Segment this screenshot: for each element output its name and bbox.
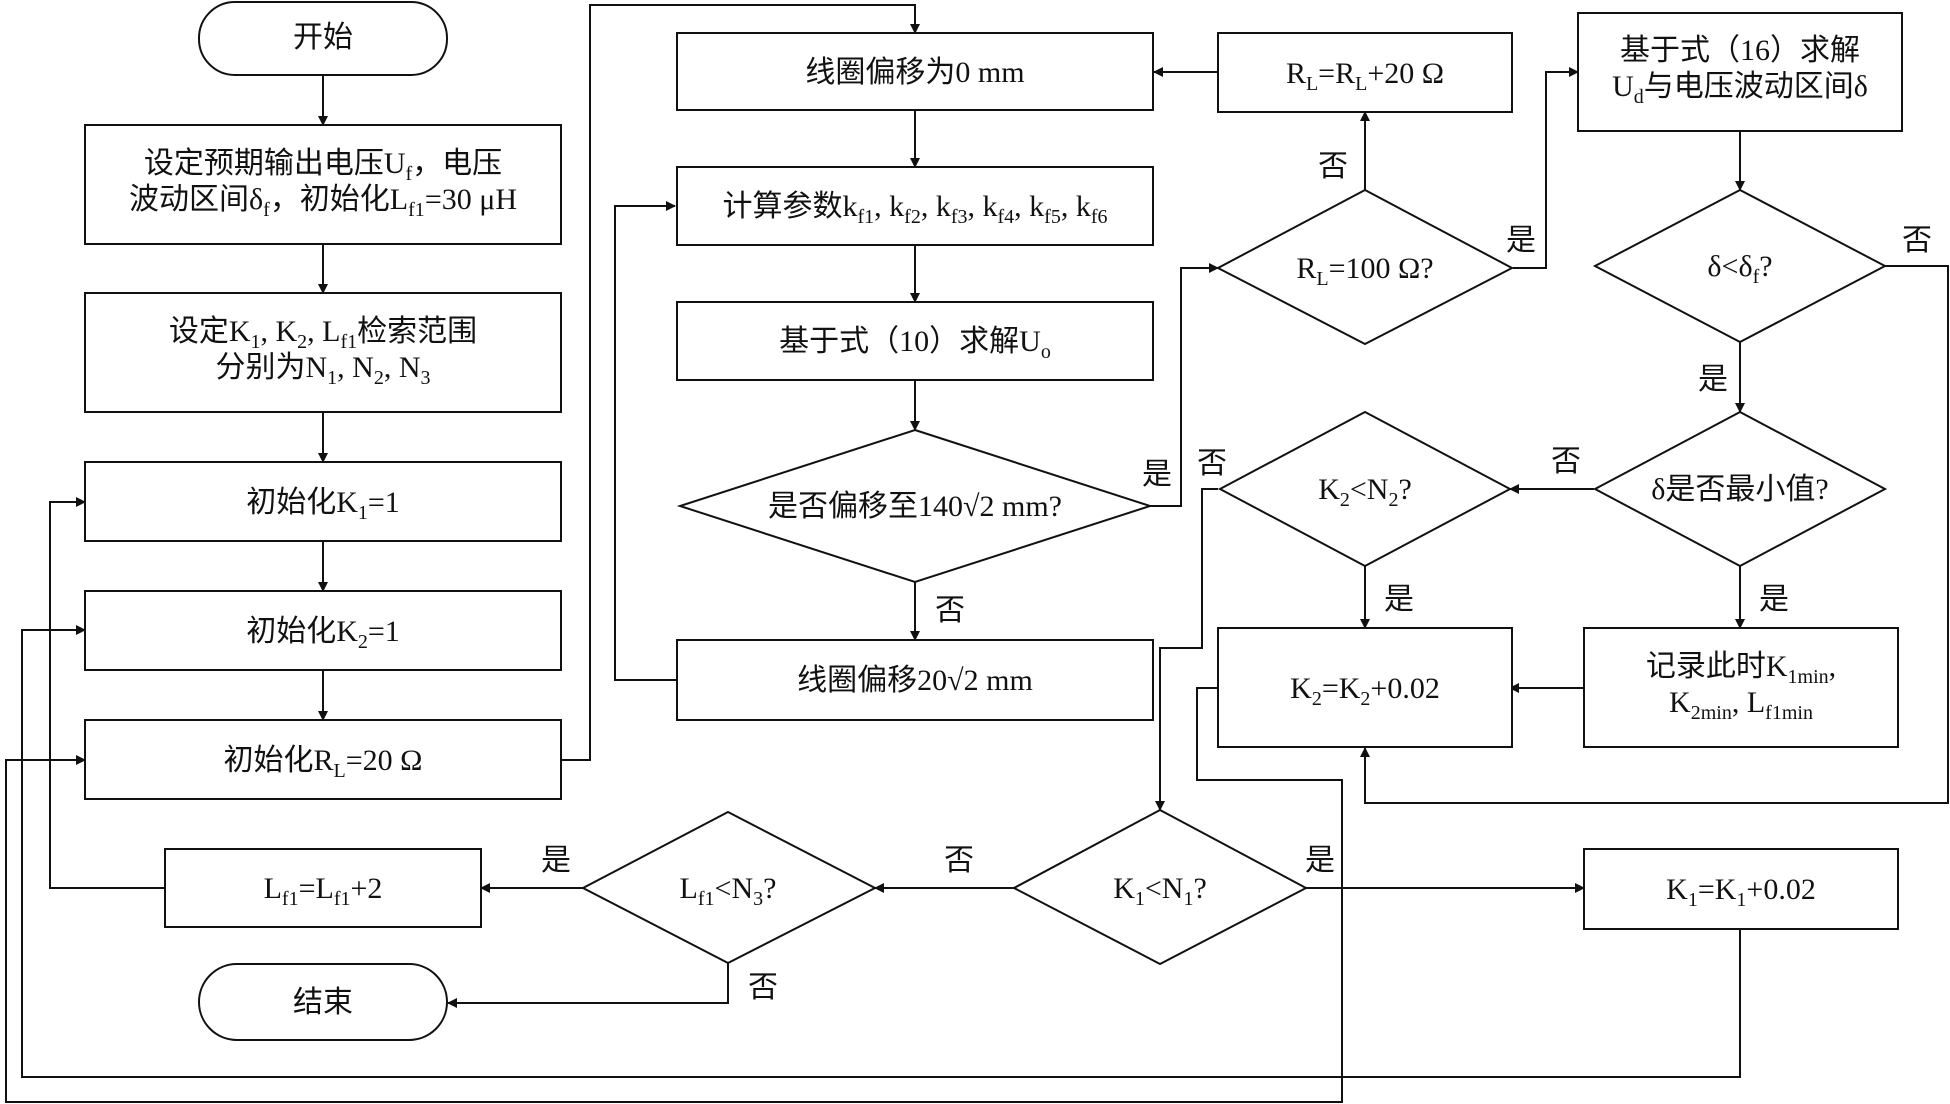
set-target-voltage-box: 设定预期输出电压Uf​，电压波动区间δf​，初始化Lf1​=30 μH <box>84 124 562 245</box>
end-label: 结束 <box>293 986 353 1019</box>
edge-init-rl-to-coil0 <box>560 4 920 761</box>
edge-label-k2-no: 否 <box>1197 447 1227 480</box>
delta-decision-label: δ<δf​? <box>1707 250 1772 288</box>
lf1-increment-box: Lf1​=Lf1​+2 <box>164 848 482 928</box>
k2-decision-label: K2​<N2​? <box>1318 473 1412 511</box>
edge-label-delta-yes: 是 <box>1698 363 1728 396</box>
edge-rl-q-yes-to-solve-ud <box>1513 67 1579 269</box>
edge-label-offset-no: 否 <box>935 594 965 627</box>
rl-decision: RL​=100 Ω? <box>1215 188 1515 346</box>
edge-delta-q-no-to-k2-inc <box>1360 265 1949 804</box>
rl-decision-label: RL​=100 Ω? <box>1296 252 1433 290</box>
record-min-box: 记录此时K1min​,K2min​, Lf1min​ <box>1583 627 1899 748</box>
edge-lf1-q-no-to-end <box>447 963 729 1008</box>
k2-decision: K2​<N2​? <box>1217 410 1513 568</box>
min-decision-label: δ是否最小值? <box>1651 473 1828 506</box>
k1-decision-label: K1​<N1​? <box>1113 872 1207 910</box>
calc-params-box: 计算参数kf1​, kf2​, kf3​, kf4​, kf5​, kf6​ <box>676 166 1154 246</box>
edge-label-delta-no: 否 <box>1902 224 1932 257</box>
coil-offset-zero-label: 线圈偏移为0 mm <box>805 56 1024 89</box>
edge-lf1-inc-to-init-k1 <box>49 497 165 889</box>
delta-decision: δ<δf​? <box>1592 188 1888 344</box>
edge-label-k1-yes: 是 <box>1305 844 1335 877</box>
set-search-range-box: 设定K1​, K2​, Lf1​检索范围分别为N1​, N2​, N3​ <box>84 292 562 413</box>
coil-offset-step-label: 线圈偏移20√2 mm <box>797 664 1033 697</box>
init-rl-label: 初始化RL​=20 Ω <box>224 744 423 782</box>
init-rl-box: 初始化RL​=20 Ω <box>84 719 562 800</box>
edge-label-min-no: 否 <box>1551 445 1581 478</box>
lf1-increment-label: Lf1​=Lf1​+2 <box>264 872 383 910</box>
solve-uo-box: 基于式（10）求解Uo​ <box>676 301 1154 381</box>
k2-increment-box: K2​=K2​+0.02 <box>1217 627 1513 748</box>
init-k1-label: 初始化K1​=1 <box>246 486 400 524</box>
k2-increment-label: K2​=K2​+0.02 <box>1290 672 1440 710</box>
solve-uo-label: 基于式（10）求解Uo​ <box>779 325 1051 363</box>
edge-label-k2-yes: 是 <box>1384 583 1414 616</box>
start-label: 开始 <box>293 21 353 54</box>
calc-params-label: 计算参数kf1​, kf2​, kf3​, kf4​, kf5​, kf6​ <box>722 190 1107 228</box>
edge-k2-inc-to-init-rl <box>5 687 1343 1103</box>
end-terminal: 结束 <box>198 963 448 1041</box>
rl-increment-box: RL​=RL​+20 Ω <box>1217 32 1513 113</box>
edge-label-rl-no: 否 <box>1318 150 1348 183</box>
k1-increment-box: K1​=K1​+0.02 <box>1583 848 1899 930</box>
edge-label-offset-yes: 是 <box>1142 458 1172 491</box>
start-terminal: 开始 <box>198 1 448 76</box>
edge-label-rl-yes: 是 <box>1506 224 1536 257</box>
edge-k2-q-no-to-k1-q <box>1155 488 1218 811</box>
min-decision: δ是否最小值? <box>1592 410 1888 568</box>
edge-coil-step-to-calc-k <box>614 201 677 681</box>
edge-label-k1-no: 否 <box>944 844 974 877</box>
init-k1-box: 初始化K1​=1 <box>84 461 562 542</box>
record-min-label: 记录此时K1min​,K2min​, Lf1min​ <box>1646 650 1836 724</box>
offset-decision: 是否偏移至140√2 mm? <box>676 428 1154 584</box>
init-k2-box: 初始化K2​=1 <box>84 590 562 671</box>
lf1-decision: Lf1​<N3​? <box>580 810 878 965</box>
k1-decision: K1​<N1​? <box>1011 808 1309 966</box>
edge-k1-inc-to-init-k2 <box>21 625 1741 1078</box>
set-search-range-label: 设定K1​, K2​, Lf1​检索范围分别为N1​, N2​, N3​ <box>169 315 477 389</box>
init-k2-label: 初始化K2​=1 <box>246 615 400 653</box>
k1-increment-label: K1​=K1​+0.02 <box>1666 873 1816 911</box>
edge-label-lf1-no: 否 <box>748 971 778 1004</box>
edge-label-lf1-yes: 是 <box>541 844 571 877</box>
edge-offset-q-yes-to-rl-q <box>1150 263 1219 507</box>
coil-offset-step-box: 线圈偏移20√2 mm <box>676 639 1154 721</box>
rl-increment-label: RL​=RL​+20 Ω <box>1286 57 1444 95</box>
set-target-voltage-label: 设定预期输出电压Uf​，电压波动区间δf​，初始化Lf1​=30 μH <box>129 147 517 221</box>
offset-decision-label: 是否偏移至140√2 mm? <box>768 490 1062 523</box>
coil-offset-zero-box: 线圈偏移为0 mm <box>676 32 1154 111</box>
edge-label-min-yes: 是 <box>1759 583 1789 616</box>
lf1-decision-label: Lf1​<N3​? <box>680 872 777 910</box>
